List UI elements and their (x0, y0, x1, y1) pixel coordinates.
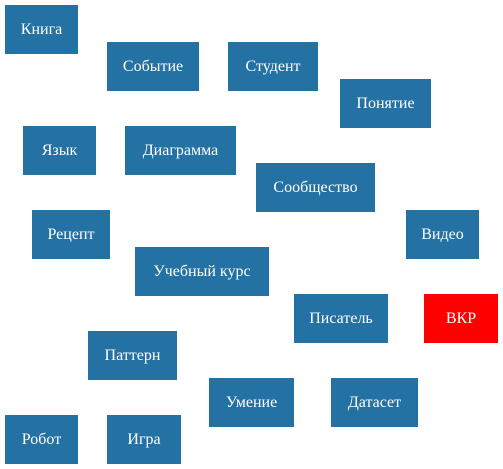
tag-label: Язык (41, 141, 78, 159)
tag-label: Студент (245, 57, 301, 75)
tag-kniga: Книга (5, 5, 78, 54)
tag-retsept: Рецепт (32, 210, 110, 259)
tag-label: ВКР (445, 309, 477, 327)
tag-label: Паттерн (104, 346, 161, 364)
tag-yazyk: Язык (23, 126, 96, 175)
tag-vkr: ВКР (424, 294, 498, 343)
tag-label: Умение (225, 393, 278, 411)
tag-label: Рецепт (47, 225, 95, 243)
tag-label: Сообщество (273, 178, 358, 196)
tag-label: Игра (127, 430, 161, 448)
tag-label: Учебный курс (153, 262, 251, 280)
tag-ponyatie: Понятие (340, 79, 431, 128)
tag-pattern: Паттерн (88, 331, 177, 380)
tag-video: Видео (406, 210, 479, 259)
tag-uchebnyy-kurs: Учебный курс (135, 247, 269, 296)
tag-pisatel: Писатель (294, 294, 388, 343)
tag-umenie: Умение (209, 378, 294, 427)
tag-label: Датасет (347, 393, 402, 411)
tag-label: Понятие (356, 94, 415, 112)
tag-label: Робот (21, 430, 62, 448)
tag-dataset: Датасет (331, 378, 418, 427)
tag-student: Студент (228, 42, 318, 91)
tag-label: Писатель (309, 309, 373, 327)
tag-soobshchestvo: Сообщество (256, 163, 375, 212)
tag-label: Видео (421, 225, 464, 243)
tag-label: Событие (122, 57, 184, 75)
tag-label: Диаграмма (142, 141, 219, 159)
tag-label: Книга (20, 20, 63, 38)
tag-igra: Игра (107, 415, 181, 464)
tag-robot: Робот (5, 415, 78, 464)
tag-sobytie: Событие (107, 42, 199, 91)
tag-diagramma: Диаграмма (125, 126, 236, 175)
